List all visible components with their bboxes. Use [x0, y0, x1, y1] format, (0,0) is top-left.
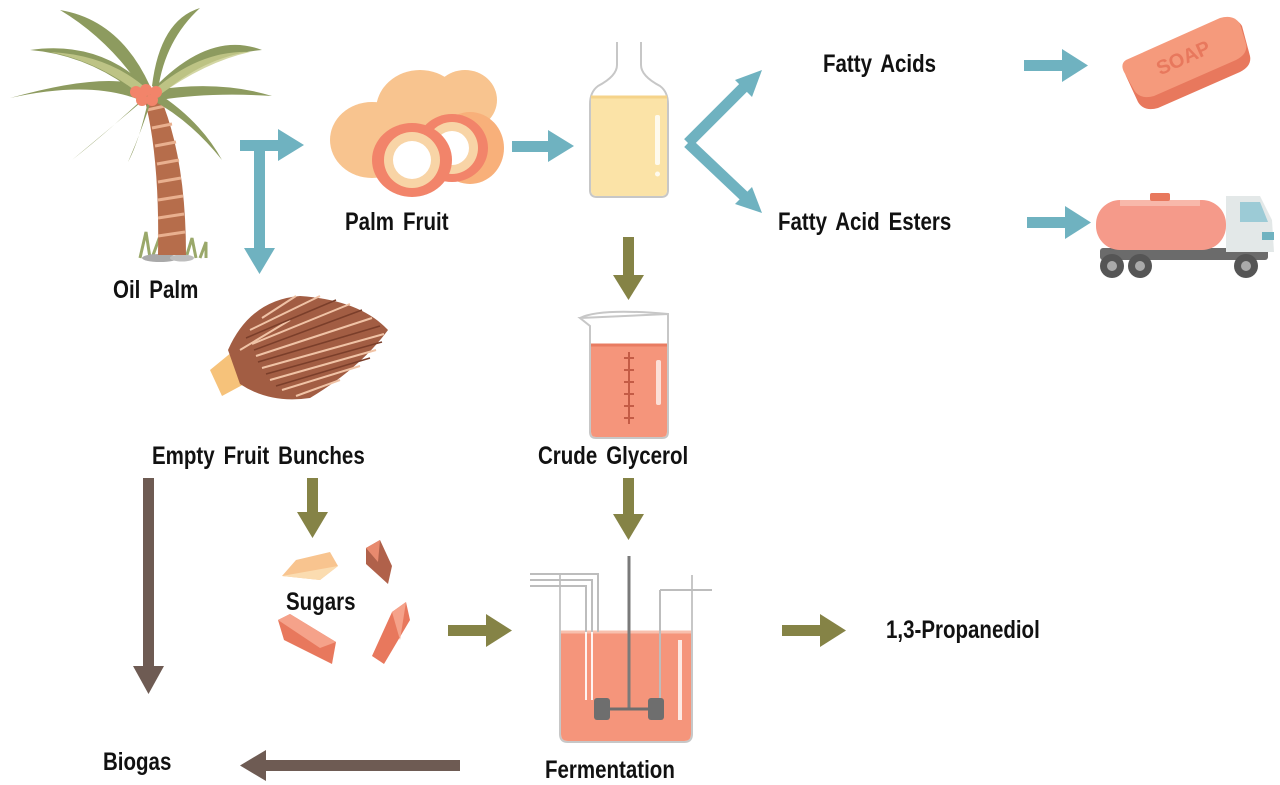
label-propanediol: 1,3-Propanediol	[886, 616, 1040, 644]
sugar-crystals-icon	[278, 540, 410, 664]
fermenter-icon	[530, 556, 712, 743]
arrow-palm-to-bunches	[244, 148, 275, 274]
arrow-fermentation-to-propanediol	[782, 614, 846, 647]
label-biogas: Biogas	[103, 748, 172, 776]
arrow-fermentation-to-biogas	[240, 750, 460, 781]
label-palm-fruit: Palm Fruit	[345, 208, 449, 236]
label-empty-fruit-bunches: Empty Fruit Bunches	[152, 442, 365, 470]
arrow-sugars-to-fermentation	[448, 614, 512, 647]
arrow-bunches-to-sugars	[297, 478, 328, 538]
fruit-bunch-icon	[210, 295, 388, 400]
arrow-oil-to-glycerol	[613, 237, 644, 300]
tanker-truck-icon	[1096, 193, 1274, 278]
arrow-oil-to-esters	[684, 139, 762, 213]
label-fatty-acids: Fatty Acids	[823, 50, 937, 78]
arrow-fruit-to-oil	[512, 130, 574, 162]
oil-bottle-icon	[589, 42, 669, 198]
label-fatty-acid-esters: Fatty Acid Esters	[778, 208, 952, 236]
arrow-esters-to-truck	[1027, 206, 1091, 239]
palm-fruit-icon	[330, 70, 504, 197]
soap-bar-icon: SOAP	[1122, 16, 1251, 110]
oil-palm-tree-icon	[10, 8, 272, 262]
label-fermentation: Fermentation	[545, 756, 675, 784]
glycerol-beaker-icon	[577, 310, 669, 439]
arrow-palm-to-fruit	[240, 129, 304, 161]
label-sugars: Sugars	[286, 588, 356, 616]
arrow-bunches-to-biogas	[133, 478, 164, 694]
arrow-oil-to-fatty-acids	[684, 70, 762, 147]
arrow-glycerol-to-fermentation	[613, 478, 644, 540]
label-crude-glycerol: Crude Glycerol	[538, 442, 689, 470]
arrow-fatty-acids-to-soap	[1024, 49, 1088, 82]
label-oil-palm: Oil Palm	[113, 276, 199, 304]
